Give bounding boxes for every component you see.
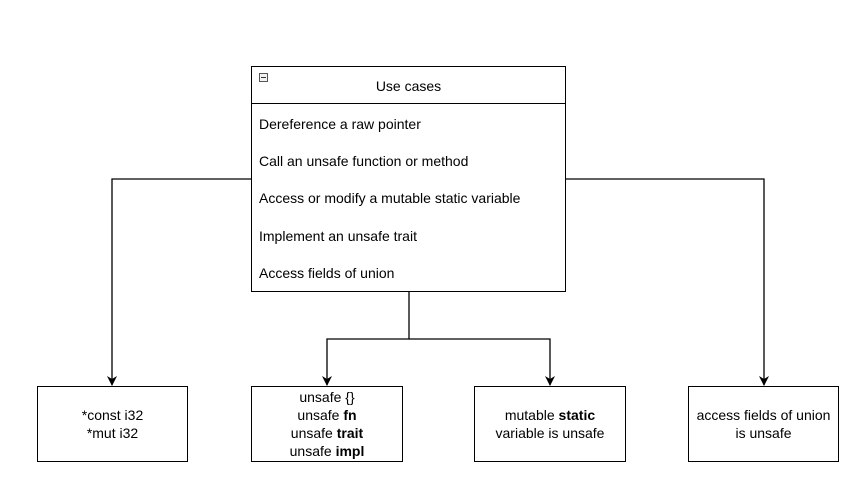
trait-keyword: trait: [336, 425, 364, 441]
use-case-item-dereference[interactable]: Dereference a raw pointer: [259, 116, 421, 132]
edge-to-mutable-static: [409, 338, 555, 386]
static-keyword: static: [558, 407, 596, 423]
unsafe-keywords-box[interactable]: unsafe {} unsafe fn unsafe trait unsafe …: [251, 386, 403, 462]
use-case-item-unsafe-trait[interactable]: Implement an unsafe trait: [259, 228, 417, 244]
use-case-item-call-unsafe[interactable]: Call an unsafe function or method: [259, 153, 469, 169]
raw-pointers-box[interactable]: *const i32 *mut i32: [37, 386, 188, 462]
edge-to-union: [566, 178, 769, 386]
raw-pointer-mut: *mut i32: [86, 425, 139, 441]
use-cases-header[interactable]: Use cases: [252, 67, 565, 104]
mutable-static-box[interactable]: mutable static variable is unsafe: [474, 386, 626, 462]
unsafe-trait-label: unsafe trait: [290, 425, 364, 441]
union-fields-note: is unsafe: [735, 425, 792, 441]
use-cases-title: Use cases: [375, 78, 442, 94]
unsafe-fn-label: unsafe fn: [297, 407, 357, 423]
mutable-static-note: variable is unsafe: [495, 425, 605, 441]
use-cases-container[interactable]: Use cases Dereference a raw pointer Call…: [251, 66, 566, 292]
edge-to-pointers: [107, 178, 251, 386]
union-fields-box[interactable]: access fields of union is unsafe: [688, 386, 839, 462]
use-case-item-mutable-static[interactable]: Access or modify a mutable static variab…: [259, 190, 521, 206]
unsafe-impl-label: unsafe impl: [289, 443, 365, 459]
edge-to-unsafe-keywords: [322, 292, 410, 386]
impl-keyword: impl: [335, 443, 365, 459]
mutable-static-label: mutable static: [504, 407, 596, 423]
collapse-icon[interactable]: [259, 73, 268, 82]
raw-pointer-const: *const i32: [81, 407, 144, 423]
union-fields-label: access fields of union: [696, 407, 831, 423]
use-case-item-union-fields[interactable]: Access fields of union: [259, 265, 395, 281]
unsafe-block-label: unsafe {}: [299, 389, 355, 405]
fn-keyword: fn: [343, 407, 357, 423]
